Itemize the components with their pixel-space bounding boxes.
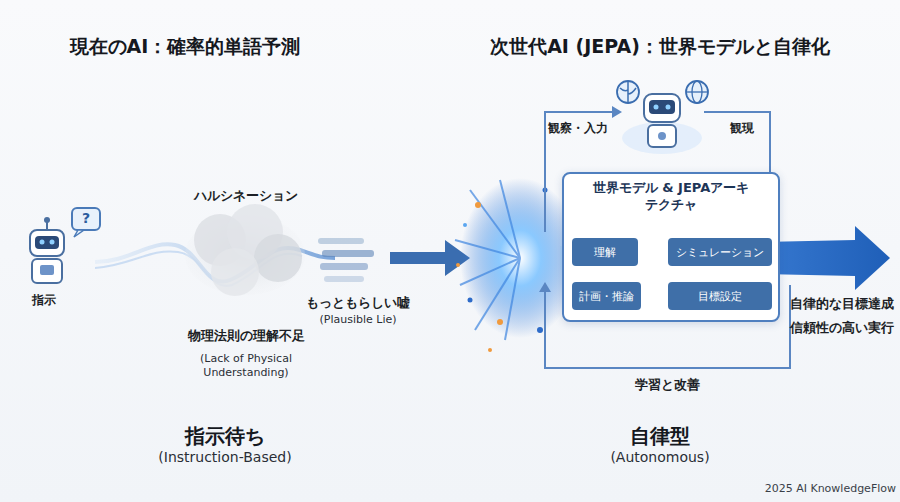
box-text: 計画・推論 — [579, 289, 634, 304]
mode-label: 指示待ち — [185, 424, 265, 449]
question-mark: ? — [82, 210, 90, 228]
outcome-label: 自律的な目標達成 — [790, 296, 894, 312]
process-box: 計画・推論 — [572, 282, 641, 310]
watermark: 2025 AI KnowledgeFlow — [765, 482, 896, 496]
caption-label: 指示 — [32, 293, 56, 308]
brain-icon — [617, 81, 639, 103]
hallucination-cloud — [185, 204, 305, 296]
blurred-text-bars — [318, 238, 374, 282]
transition-arrow — [390, 240, 470, 276]
concept-label: ハルシネーション — [194, 188, 298, 204]
box-text: シミュレーション — [676, 245, 764, 260]
english-note: (Instruction-Based) — [158, 449, 291, 467]
robot-icon — [622, 94, 702, 154]
architecture-panel: 世界モデル & JEPAアーキテクチャ理解 シミュレーション計画・推論 目標設定 — [562, 172, 780, 322]
box-text: 理解 — [594, 245, 616, 260]
section-heading: 現在のAI：確率的単語予測 — [70, 35, 301, 59]
process-box: 目標設定 — [668, 282, 772, 310]
globe-icon — [686, 81, 708, 103]
question-bubble — [72, 208, 100, 237]
box-text: 目標設定 — [698, 289, 742, 304]
loop-label: 観察・入力 — [548, 121, 608, 136]
section-heading: 次世代AI (JEPA)：世界モデルと自律化 — [490, 35, 830, 59]
loop-arrowhead — [612, 106, 622, 118]
concept-label: 物理法則の理解不足 — [188, 328, 305, 344]
process-box: シミュレーション — [668, 238, 772, 266]
english-note: (Lack of Physical Understanding) — [176, 352, 316, 380]
panel-title: 世界モデル & JEPAアーキテクチャ — [591, 180, 751, 214]
loop-arrowhead — [539, 282, 551, 292]
process-box: 理解 — [572, 238, 638, 266]
loop-label: 学習と改善 — [635, 377, 700, 393]
english-note: (Plausible Lie) — [319, 313, 396, 327]
concept-label: もっともらしい嘘 — [306, 295, 410, 311]
outcome-label: 信頼性の高い実行 — [790, 320, 894, 336]
loop-label: 観現 — [730, 121, 754, 136]
robot-icon — [30, 217, 64, 283]
mode-label: 自律型 — [630, 424, 690, 449]
english-note: (Autonomous) — [610, 449, 709, 467]
